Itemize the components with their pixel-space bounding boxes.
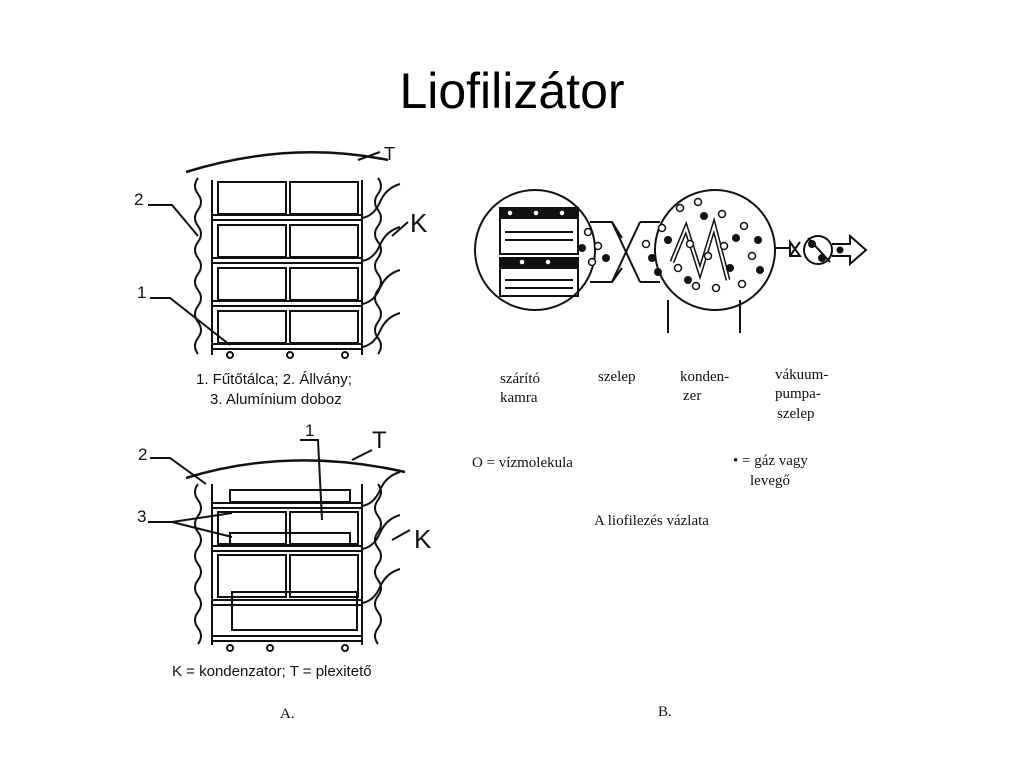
aluminium-boxes-bottom (217, 489, 359, 631)
wall-left-top (194, 177, 202, 355)
label-T-top: T (384, 144, 395, 164)
label-2-bottom: 2 (138, 445, 147, 464)
page-title: Liofilizátor (399, 63, 625, 119)
plexi-roof-bottom (185, 459, 406, 480)
aluminium-boxes-top (217, 181, 359, 344)
plexi-roof-top (185, 151, 389, 174)
figure-letter-b: B. (658, 704, 672, 720)
gas-particles (505, 209, 844, 284)
lyophilization-scheme (474, 189, 868, 333)
apparatus-bottom (148, 439, 411, 652)
caption-top-line1: 1. Fűtőtálca; 2. Állvány; (196, 371, 352, 388)
water-molecules (506, 197, 757, 293)
caption-bottom: K = kondenzator; T = plexitető (172, 663, 372, 680)
label-pump-1: vákuum- (775, 367, 828, 383)
condenser-pipes-top (361, 183, 401, 348)
figure-letter-a: A. (280, 706, 295, 722)
drying-chamber (474, 189, 596, 311)
wall-right-bottom (374, 483, 382, 645)
label-K-top: K (410, 208, 428, 238)
label-K-bottom: K (414, 524, 432, 554)
caption-scheme: A liofilezés vázlata (594, 513, 709, 529)
wall-left-bottom (194, 483, 202, 645)
label-2-top: 2 (134, 190, 143, 209)
legend-water: O = vízmolekula (472, 455, 573, 471)
label-valve: szelep (598, 369, 635, 385)
label-pump-3: szelep (777, 406, 814, 422)
legend-gas-2: levegő (750, 473, 790, 489)
apparatus-top (148, 151, 409, 359)
vacuum-pump-valve (803, 235, 833, 265)
condenser-pipes-bottom (361, 471, 401, 604)
legend-gas-1: • = gáz vagy (733, 453, 808, 469)
label-condenser-2: zer (683, 388, 701, 404)
label-1-top: 1 (137, 283, 146, 302)
caption-top-line2: 3. Alumínium doboz (210, 391, 342, 408)
label-condenser-1: konden- (680, 369, 729, 385)
label-drying-chamber-2: kamra (500, 390, 538, 406)
label-drying-chamber-1: szárító (500, 371, 540, 387)
valve (611, 221, 641, 283)
label-1-bottom: 1 (305, 421, 314, 440)
label-pump-2: pumpa- (775, 386, 821, 402)
label-T-bottom: T (372, 427, 387, 454)
chamber-trays (499, 207, 579, 297)
label-3-bottom: 3 (137, 507, 146, 526)
condenser (654, 189, 776, 311)
